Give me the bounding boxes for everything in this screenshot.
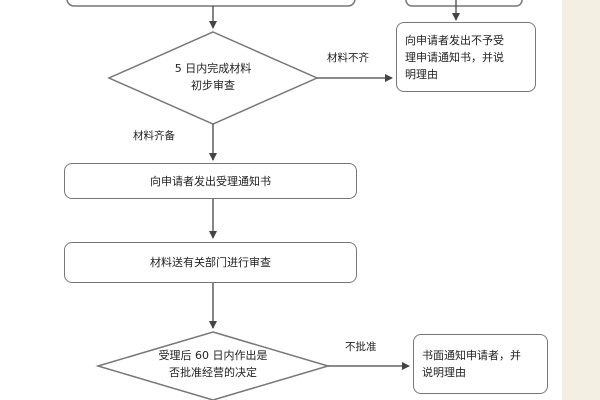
reject2-line1: 书面通知申请者，并 (422, 349, 521, 362)
decision2-text: 受理后 60 日内作出是 否批准经营的决定 (138, 347, 288, 381)
decision-diamond-2 (95, 331, 331, 400)
reject1-line2: 理申请通知书，并说 (405, 50, 504, 64)
top-right-box (405, 0, 523, 7)
decision2-line2: 否批准经营的决定 (169, 366, 257, 379)
reject2-line2: 说明理由 (422, 366, 466, 379)
department-review-box: 材料送有关部门进行审查 (64, 242, 357, 283)
label-complete: 材料齐备 (133, 130, 175, 142)
decision1-line2: 初步审查 (191, 79, 235, 92)
label-not-approved: 不批准 (345, 341, 377, 353)
background-strip (562, 0, 600, 400)
reject-notice-box-1: 向申请者发出不予受 理申请通知书，并说 明理由 (396, 22, 536, 92)
reject1-line3: 明理由 (405, 67, 438, 81)
label-incomplete: 材料不齐 (327, 52, 369, 64)
reject-notice-box-2: 书面通知申请者，并 说明理由 (413, 334, 548, 394)
reject1-line1: 向申请者发出不予受 (405, 33, 504, 47)
decision1-text: 5 日内完成材料 初步审查 (149, 60, 277, 94)
top-step-box (66, 0, 356, 7)
decision1-line1: 5 日内完成材料 (174, 62, 252, 75)
decision2-line1: 受理后 60 日内作出是 (158, 349, 268, 362)
accept-notice-box: 向申请者发出受理通知书 (64, 163, 357, 199)
